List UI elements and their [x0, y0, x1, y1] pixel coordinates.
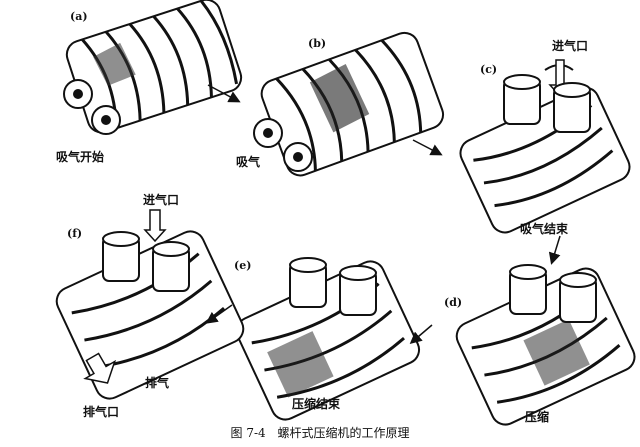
panel-a-caption: 吸气开始 [56, 150, 105, 164]
panel-d: (d) 压缩 [440, 250, 640, 426]
figure-title: 螺杆式压缩机的工作原理 [277, 426, 410, 440]
panel-f-label: (f) [67, 227, 83, 240]
panel-c: (c) 进气口 吸气结束 [450, 30, 640, 236]
panel-e-caption: 压缩结束 [292, 397, 341, 411]
figure-number: 图 7-4 [230, 426, 266, 440]
panel-d-label: (d) [444, 296, 463, 309]
panel-f-outlet-label: 排气口 [83, 405, 120, 419]
panel-a-label: (a) [70, 10, 88, 23]
panel-f-inlet-label: 进气口 [143, 193, 180, 207]
screw-rotors-illustration-f [55, 209, 245, 400]
panel-b-label: (b) [308, 37, 327, 50]
screw-rotors-illustration-a [63, 0, 243, 135]
panel-c-inlet-label: 进气口 [552, 39, 589, 53]
panel-a: (a) 吸气开始 [40, 0, 243, 164]
panel-f-caption: 排气 [145, 376, 170, 390]
figure-caption: 图 7-4 螺杆式压缩机的工作原理 [0, 424, 640, 441]
panel-b: (b) 吸气 [236, 25, 445, 185]
panel-c-caption: 吸气结束 [520, 222, 569, 236]
screw-rotors-illustration-d [455, 264, 636, 426]
panel-f: (f) 进气口 排气 排气口 [55, 185, 255, 420]
screw-rotors-illustration-e [235, 257, 421, 421]
screw-rotors-illustration-b [253, 31, 445, 177]
panel-e: (e) 压缩结束 [230, 245, 430, 421]
panel-c-label: (c) [480, 63, 498, 76]
panel-e-label: (e) [234, 259, 252, 272]
panel-b-caption: 吸气 [236, 155, 261, 169]
inlet-arrow-f [143, 209, 167, 243]
screw-rotors-illustration-c [459, 59, 631, 234]
outlet-arrow-f [83, 352, 117, 384]
panel-d-caption: 压缩 [525, 410, 550, 424]
